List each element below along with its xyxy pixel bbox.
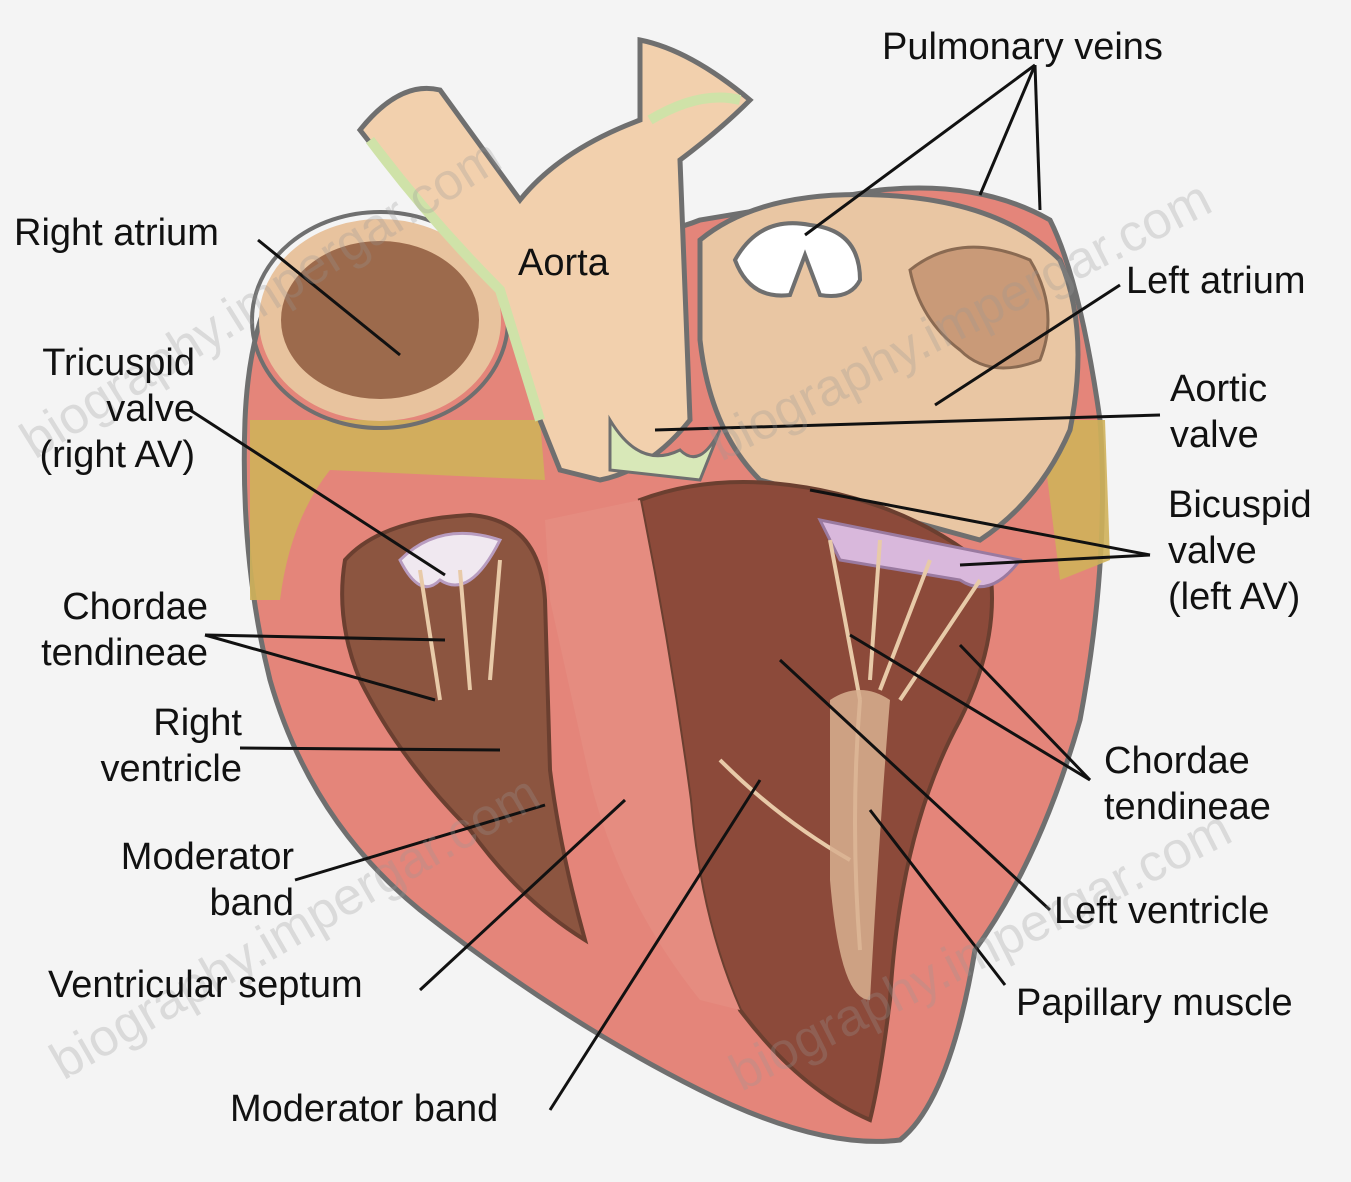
label-tricuspid-line-1: Tricuspid bbox=[10, 340, 195, 386]
label-tricuspid-valve: Tricuspid valve (right AV) bbox=[10, 340, 195, 478]
label-aortic-line-1: Aortic bbox=[1170, 366, 1267, 412]
label-tricuspid-line-2: valve bbox=[10, 386, 195, 432]
label-pulmonary-veins: Pulmonary veins bbox=[882, 24, 1163, 70]
label-chordae-left-line-2: tendineae bbox=[8, 630, 208, 676]
label-right-atrium: Right atrium bbox=[14, 210, 219, 256]
label-bicuspid-line-2: valve bbox=[1168, 528, 1312, 574]
label-left-atrium: Left atrium bbox=[1126, 258, 1306, 304]
label-chordae-tendineae-right: Chordae tendineae bbox=[1104, 738, 1271, 830]
label-aortic-valve: Aortic valve bbox=[1170, 366, 1267, 458]
label-bicuspid-line-1: Bicuspid bbox=[1168, 482, 1312, 528]
label-chordae-tendineae-left: Chordae tendineae bbox=[8, 584, 208, 676]
label-moderator-band-upper: Moderator band bbox=[80, 834, 294, 926]
label-right-ventricle-line-2: ventricle bbox=[60, 746, 242, 792]
label-chordae-right-line-2: tendineae bbox=[1104, 784, 1271, 830]
label-aorta: Aorta bbox=[518, 240, 609, 286]
label-right-ventricle-line-1: Right bbox=[60, 700, 242, 746]
right-atrium-chamber bbox=[270, 230, 490, 410]
label-moderator-band-lower: Moderator band bbox=[230, 1086, 498, 1132]
label-moderator-upper-line-1: Moderator bbox=[80, 834, 294, 880]
label-ventricular-septum: Ventricular septum bbox=[48, 962, 363, 1008]
label-papillary-muscle: Papillary muscle bbox=[1016, 980, 1293, 1026]
label-left-ventricle: Left ventricle bbox=[1054, 888, 1269, 934]
label-chordae-left-line-1: Chordae bbox=[8, 584, 208, 630]
label-right-ventricle: Right ventricle bbox=[60, 700, 242, 792]
label-bicuspid-line-3: (left AV) bbox=[1168, 574, 1312, 620]
label-bicuspid-valve: Bicuspid valve (left AV) bbox=[1168, 482, 1312, 620]
label-tricuspid-line-3: (right AV) bbox=[10, 432, 195, 478]
label-chordae-right-line-1: Chordae bbox=[1104, 738, 1271, 784]
label-aortic-line-2: valve bbox=[1170, 412, 1267, 458]
label-moderator-upper-line-2: band bbox=[80, 880, 294, 926]
